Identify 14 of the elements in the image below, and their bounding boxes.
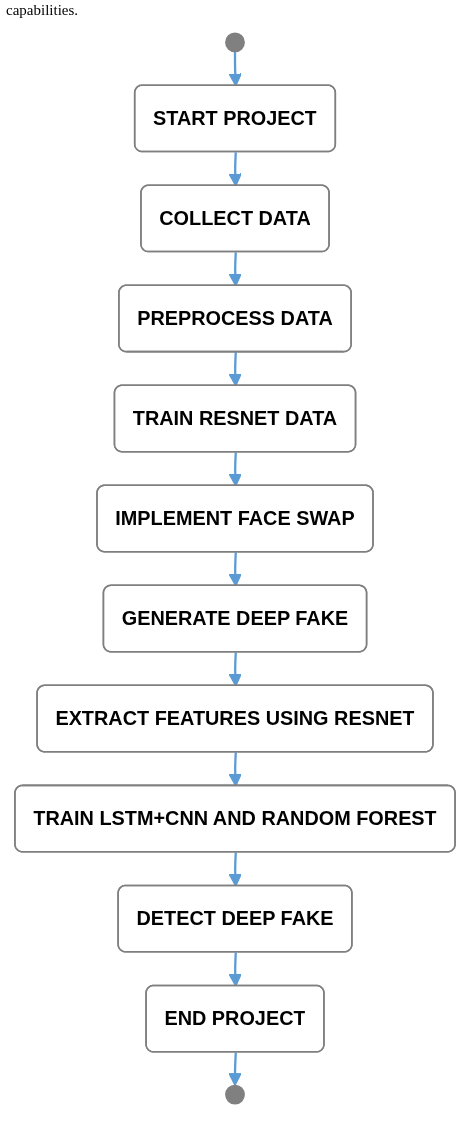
arrow [228,152,242,187]
arrow [228,51,242,87]
arrow [228,552,242,587]
arrow [228,352,242,387]
arrow [228,252,242,287]
note-text: capabilities. [6,2,80,19]
node-circle [225,32,245,53]
arrow [228,1052,242,1087]
arrow [228,752,242,787]
arrow [228,852,242,887]
node-circle [225,1084,245,1105]
arrow [228,952,242,987]
arrow [228,452,242,487]
arrow [228,652,242,687]
